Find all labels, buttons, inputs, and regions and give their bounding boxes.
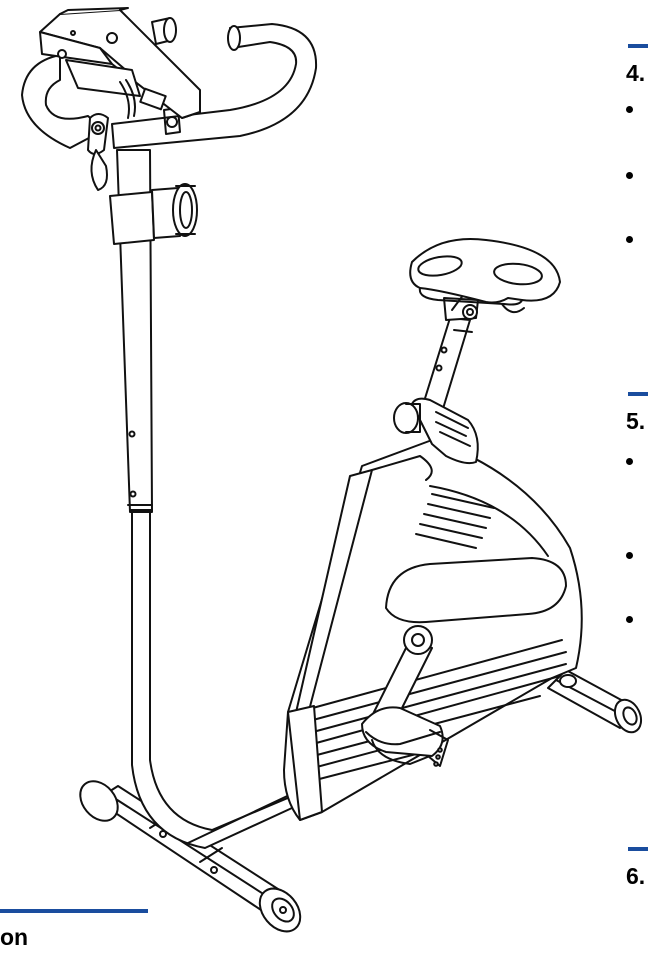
section-number-6: 6. (626, 863, 646, 889)
flywheel-housing (283, 397, 583, 821)
bullet-4-1 (626, 106, 633, 113)
crank-pedal (361, 625, 449, 767)
bullet-5-1 (626, 458, 633, 465)
section-rule-5 (628, 392, 648, 396)
section-rule-4 (628, 44, 648, 48)
bullet-5-2 (626, 552, 633, 559)
rear-stabilizer (547, 669, 643, 734)
seat-post (421, 289, 479, 413)
handlebar-post (109, 149, 198, 513)
bottom-rule (0, 909, 148, 913)
bullet-5-3 (626, 616, 633, 623)
bullet-4-3 (626, 236, 633, 243)
saddle (409, 237, 561, 314)
front-stabilizer (79, 780, 302, 933)
bottom-heading-fragment: on (0, 924, 29, 950)
section-number-5: 5. (626, 408, 646, 434)
console (39, 7, 201, 119)
section-rule-6 (628, 847, 648, 851)
section-number-4: 4. (626, 60, 646, 86)
handlebar (21, 17, 318, 191)
bullet-4-2 (626, 172, 633, 179)
lower-frame-tube (131, 511, 303, 849)
